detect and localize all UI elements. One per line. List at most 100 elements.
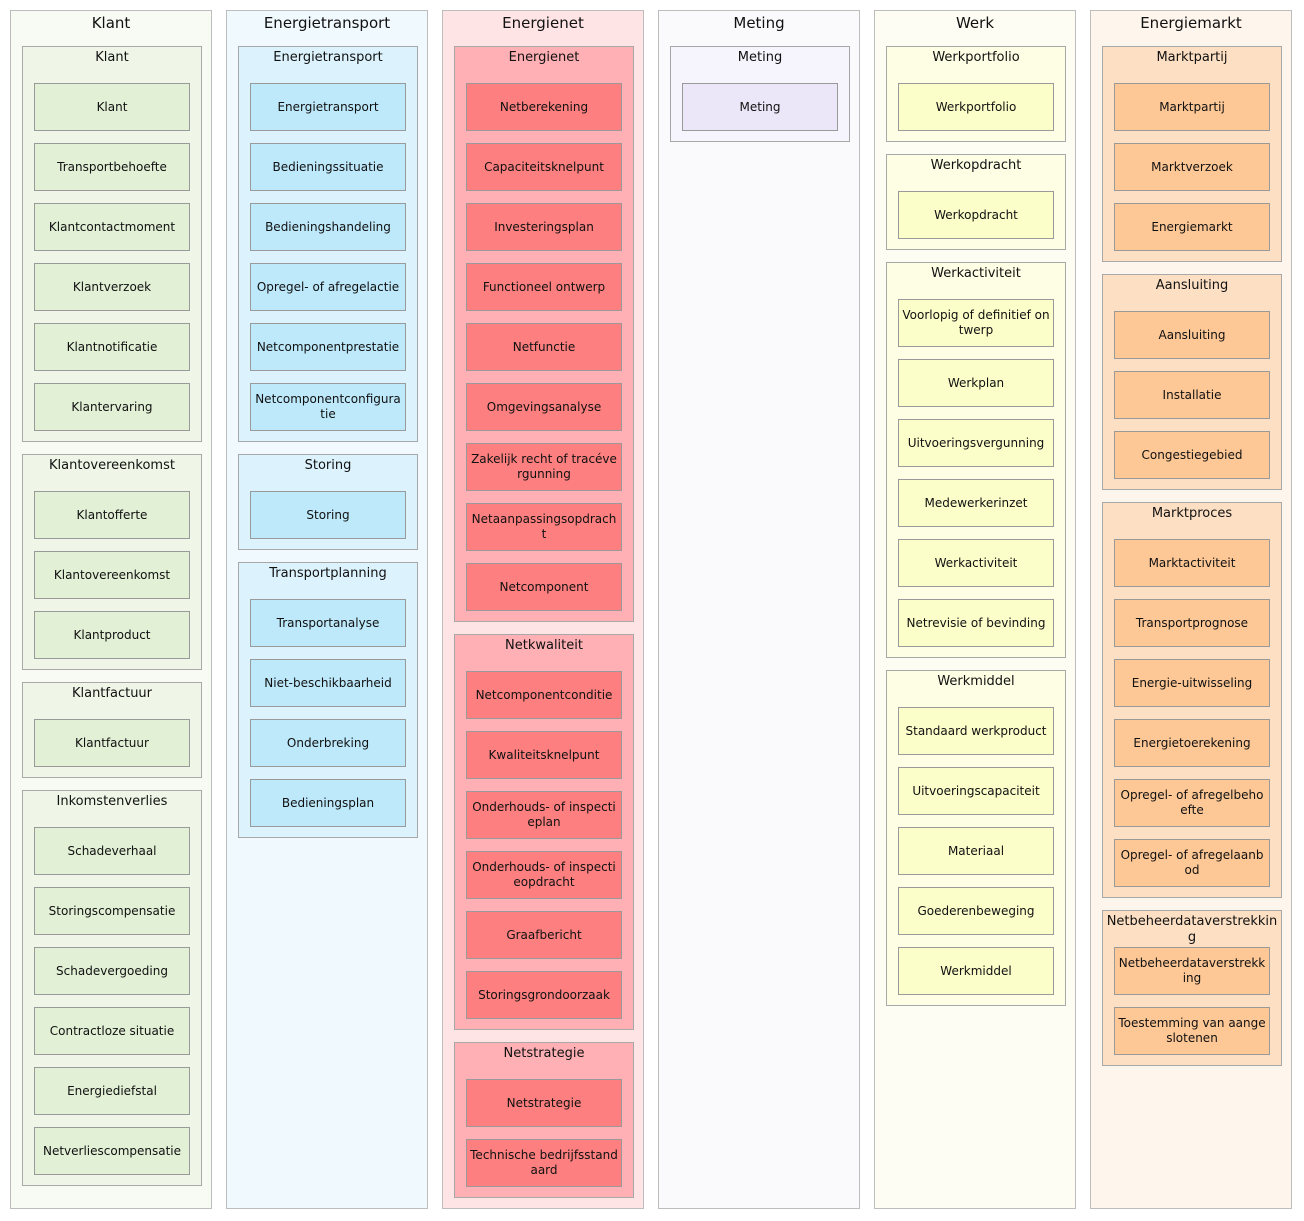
entity-box: Functioneel ontwerp [466,263,622,311]
entity-box: Werkmiddel [898,947,1054,995]
entity-box: Energiediefstal [34,1067,190,1115]
entity-box: Netaanpassingsopdracht [466,503,622,551]
entity-box: Klant [34,83,190,131]
entity-box: Technische bedrijfsstandaard [466,1139,622,1187]
entity-box: Energietransport [250,83,406,131]
entity-box: Netstrategie [466,1079,622,1127]
group-title: Aansluiting [1155,278,1229,293]
entity-box: Klantervaring [34,383,190,431]
column-title: Werk [955,14,995,32]
group-title: Werkactiviteit [931,266,1021,281]
entity-box: Opregel- of afregelbehoefte [1114,779,1270,827]
group-title: Werkopdracht [930,158,1022,173]
group-title: Werkportfolio [932,50,1020,65]
entity-box: Transportbehoefte [34,143,190,191]
group-title: Energienet [508,50,580,65]
column-title: Meting [733,14,785,32]
column-title: Klant [91,14,131,32]
entity-box: Opregel- of afregelactie [250,263,406,311]
entity-box: Installatie [1114,371,1270,419]
entity-box: Storing [250,491,406,539]
entity-box: Investeringsplan [466,203,622,251]
entity-box: Bedieningshandeling [250,203,406,251]
entity-box: Netcomponentprestatie [250,323,406,371]
entity-box: Netfunctie [466,323,622,371]
entity-box: Storingsgrondoorzaak [466,971,622,1019]
entity-box: Klantnotificatie [34,323,190,371]
entity-box: Capaciteitsknelpunt [466,143,622,191]
entity-box: Marktverzoek [1114,143,1270,191]
entity-box: Marktpartij [1114,83,1270,131]
entity-box: Netcomponentconfiguratie [250,383,406,431]
entity-box: Voorlopig of definitief ontwerp [898,299,1054,347]
entity-box: Klantofferte [34,491,190,539]
entity-box: Toestemming van aangeslotenen [1114,1007,1270,1055]
entity-box: Energietoerekening [1114,719,1270,767]
entity-box: Netbeheerdataverstrekking [1114,947,1270,995]
group-title: Klantfactuur [71,686,153,701]
entity-box: Werkopdracht [898,191,1054,239]
entity-box: Marktactiviteit [1114,539,1270,587]
entity-box: Graafbericht [466,911,622,959]
group-title: Inkomstenverlies [56,794,168,809]
group-title: Werkmiddel [937,674,1015,689]
entity-box: Transportanalyse [250,599,406,647]
entity-box: Onderhouds- of inspectieopdracht [466,851,622,899]
entity-box: Klantfactuur [34,719,190,767]
entity-box: Zakelijk recht of tracévergunning [466,443,622,491]
entity-box: Energiemarkt [1114,203,1270,251]
entity-box: Medewerkerinzet [898,479,1054,527]
group-title: Klant [95,50,129,65]
group-title: Transportplanning [269,566,387,581]
entity-box: Klantproduct [34,611,190,659]
entity-box: Energie-uitwisseling [1114,659,1270,707]
entity-box: Kwaliteitsknelpunt [466,731,622,779]
entity-box: Klantovereenkomst [34,551,190,599]
group-title: Marktpartij [1156,50,1228,65]
group-title: Netstrategie [503,1046,585,1061]
entity-box: Contractloze situatie [34,1007,190,1055]
entity-box: Werkplan [898,359,1054,407]
entity-box: Netcomponent [466,563,622,611]
entity-box: Werkactiviteit [898,539,1054,587]
entity-box: Uitvoeringscapaciteit [898,767,1054,815]
entity-box: Bedieningssituatie [250,143,406,191]
column-title: Energienet [502,14,584,32]
entity-box: Werkportfolio [898,83,1054,131]
entity-box: Onderhouds- of inspectieplan [466,791,622,839]
entity-box: Netcomponentconditie [466,671,622,719]
group-title: Netkwaliteit [505,638,583,653]
entity-box: Uitvoeringsvergunning [898,419,1054,467]
entity-box: Storingscompensatie [34,887,190,935]
entity-box: Klantcontactmoment [34,203,190,251]
group-title: Energietransport [273,50,383,65]
entity-box: Standaard werkproduct [898,707,1054,755]
group-title: Storing [304,458,352,473]
entity-box: Transportprognose [1114,599,1270,647]
entity-box: Opregel- of afregelaanbod [1114,839,1270,887]
entity-box: Netrevisie of bevinding [898,599,1054,647]
entity-box: Goederenbeweging [898,887,1054,935]
entity-box: Bedieningsplan [250,779,406,827]
entity-box: Meting [682,83,838,131]
